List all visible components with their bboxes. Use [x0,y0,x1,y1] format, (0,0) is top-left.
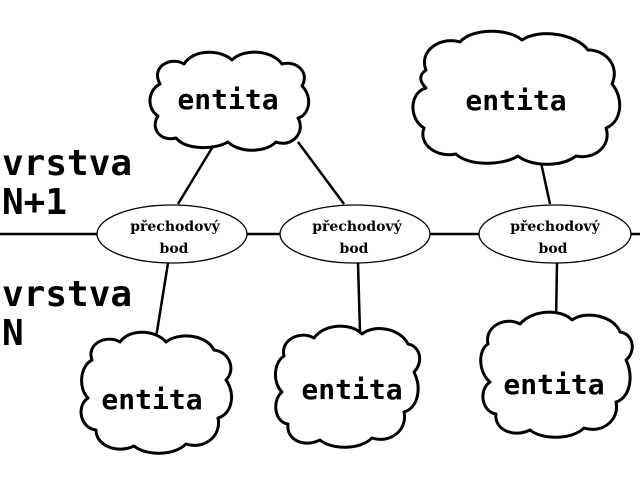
sap-label-line1: přechodový [510,218,600,235]
connector-top-left-to-sap-left [176,142,217,205]
sap-shape [96,204,248,264]
cloud-shape [148,50,311,152]
sap-label-line2: bod [160,241,189,257]
entity-cloud-bottom-left: entita [79,330,234,455]
entity-label: entita [101,383,202,416]
entity-cloud-bottom-right: entita [479,310,634,439]
sap-shape [478,204,632,264]
sap-label-line1: přechodový [312,218,402,235]
sap-ellipse-right: přechodový bod [478,204,632,264]
connector-top-right-to-sap-right [538,157,552,205]
cloud-shape [479,310,634,439]
entity-cloud-bottom-middle: entita [274,324,422,449]
layer-label-line2: N [2,313,24,354]
entity-label: entita [503,368,604,401]
layer-label-line2: N+1 [2,182,67,223]
cloud-shape [274,324,422,449]
layer-label-lower: vrstva N [2,274,132,354]
cloud-shape [79,330,234,455]
cloud-shape [411,29,622,166]
sap-ellipse-middle: přechodový bod [279,204,431,264]
entity-label: entita [301,373,402,406]
sap-ellipse-left: přechodový bod [96,204,248,264]
entity-label: entita [177,83,278,116]
layer-label-line1: vrstva [2,274,132,315]
sap-label-line1: přechodový [130,218,220,235]
sap-label-line2: bod [340,241,369,257]
entity-label: entita [465,84,566,117]
connector-top-left-to-sap-middle [296,141,346,205]
layer-label-line1: vrstva [2,143,132,184]
sap-shape [279,204,431,264]
layer-label-upper: vrstva N+1 [2,143,132,223]
connector-sap-left-to-bottom-left [153,262,170,345]
sap-label-line2: bod [539,241,568,257]
entity-cloud-top-right: entita [411,29,622,166]
entity-cloud-top-left: entita [148,50,311,152]
connector-sap-middle-to-bottom-middle [356,262,362,333]
